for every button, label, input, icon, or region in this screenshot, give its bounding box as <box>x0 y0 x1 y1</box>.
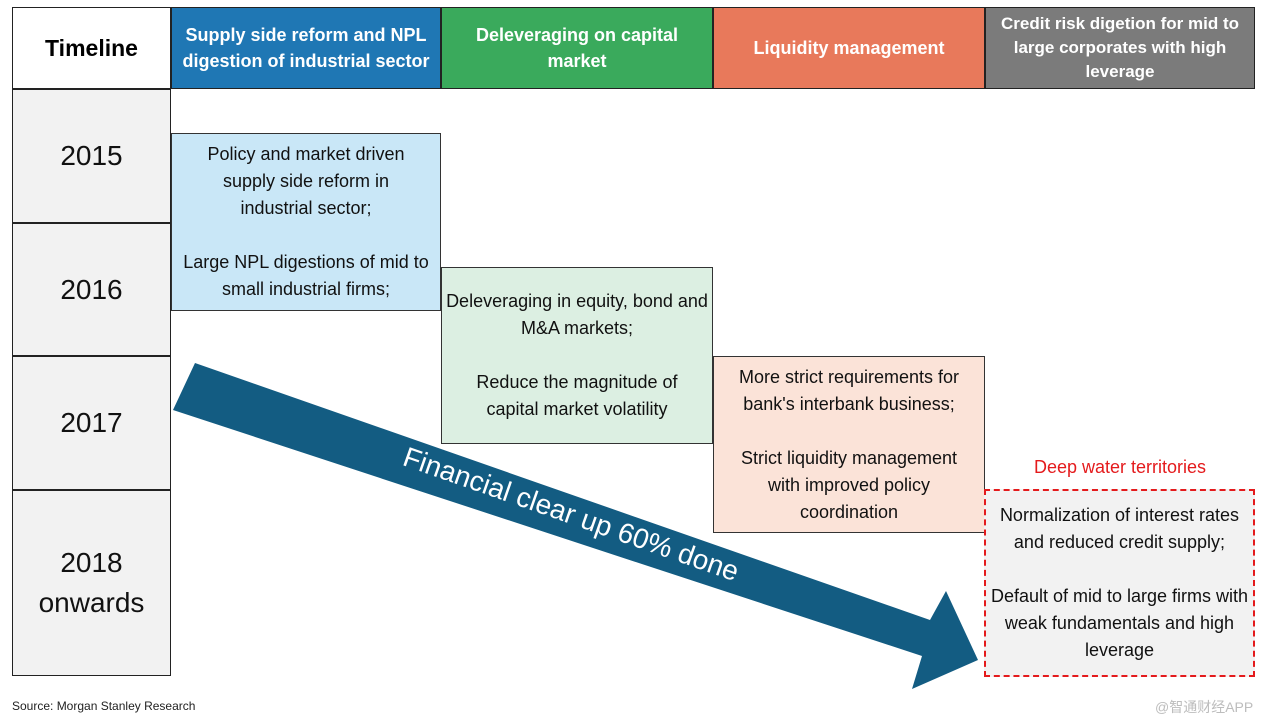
year-2016: 2016 <box>12 223 171 356</box>
phase-text: Normalization of interest rates and redu… <box>999 505 1240 552</box>
phase-text: Strict liquidity management with improve… <box>740 447 958 522</box>
phase-box-deep-water: Normalization of interest rates and redu… <box>984 489 1255 677</box>
phase-text: Large NPL digestions of mid to small ind… <box>183 252 429 299</box>
phase-box-supply-side-reform: Policy and market driven supply side ref… <box>171 133 441 311</box>
watermark: @智通财经APP <box>1155 699 1254 715</box>
deep-water-label: Deep water territories <box>1033 457 1207 477</box>
arrow-label: Financial clear up 60% done <box>399 441 743 587</box>
phase-text: Policy and market driven supply side ref… <box>207 144 405 218</box>
column-header-liquidity: Liquidity management <box>713 7 985 89</box>
year-2015: 2015 <box>12 89 171 223</box>
column-header-credit-risk: Credit risk digetion for mid to large co… <box>985 7 1255 89</box>
phase-text: More strict requirements for bank's inte… <box>738 366 960 414</box>
timeline-header: Timeline <box>12 7 171 89</box>
column-header-capital-market: Deleveraging on capital market <box>441 7 713 89</box>
source-note: Source: Morgan Stanley Research <box>12 699 196 713</box>
column-header-supply-side-reform: Supply side reform and NPL digestion of … <box>171 7 441 89</box>
phase-text: Default of mid to large firms with weak … <box>990 586 1249 660</box>
year-2017: 2017 <box>12 356 171 490</box>
phase-text: Reduce the magnitude of capital market v… <box>476 372 678 419</box>
phase-text: Deleveraging in equity, bond and M&A mar… <box>446 291 708 338</box>
year-2018-onwards: 2018 onwards <box>12 490 171 676</box>
phase-box-capital-market: Deleveraging in equity, bond and M&A mar… <box>441 267 713 444</box>
phase-box-liquidity: More strict requirements for bank's inte… <box>713 356 985 533</box>
